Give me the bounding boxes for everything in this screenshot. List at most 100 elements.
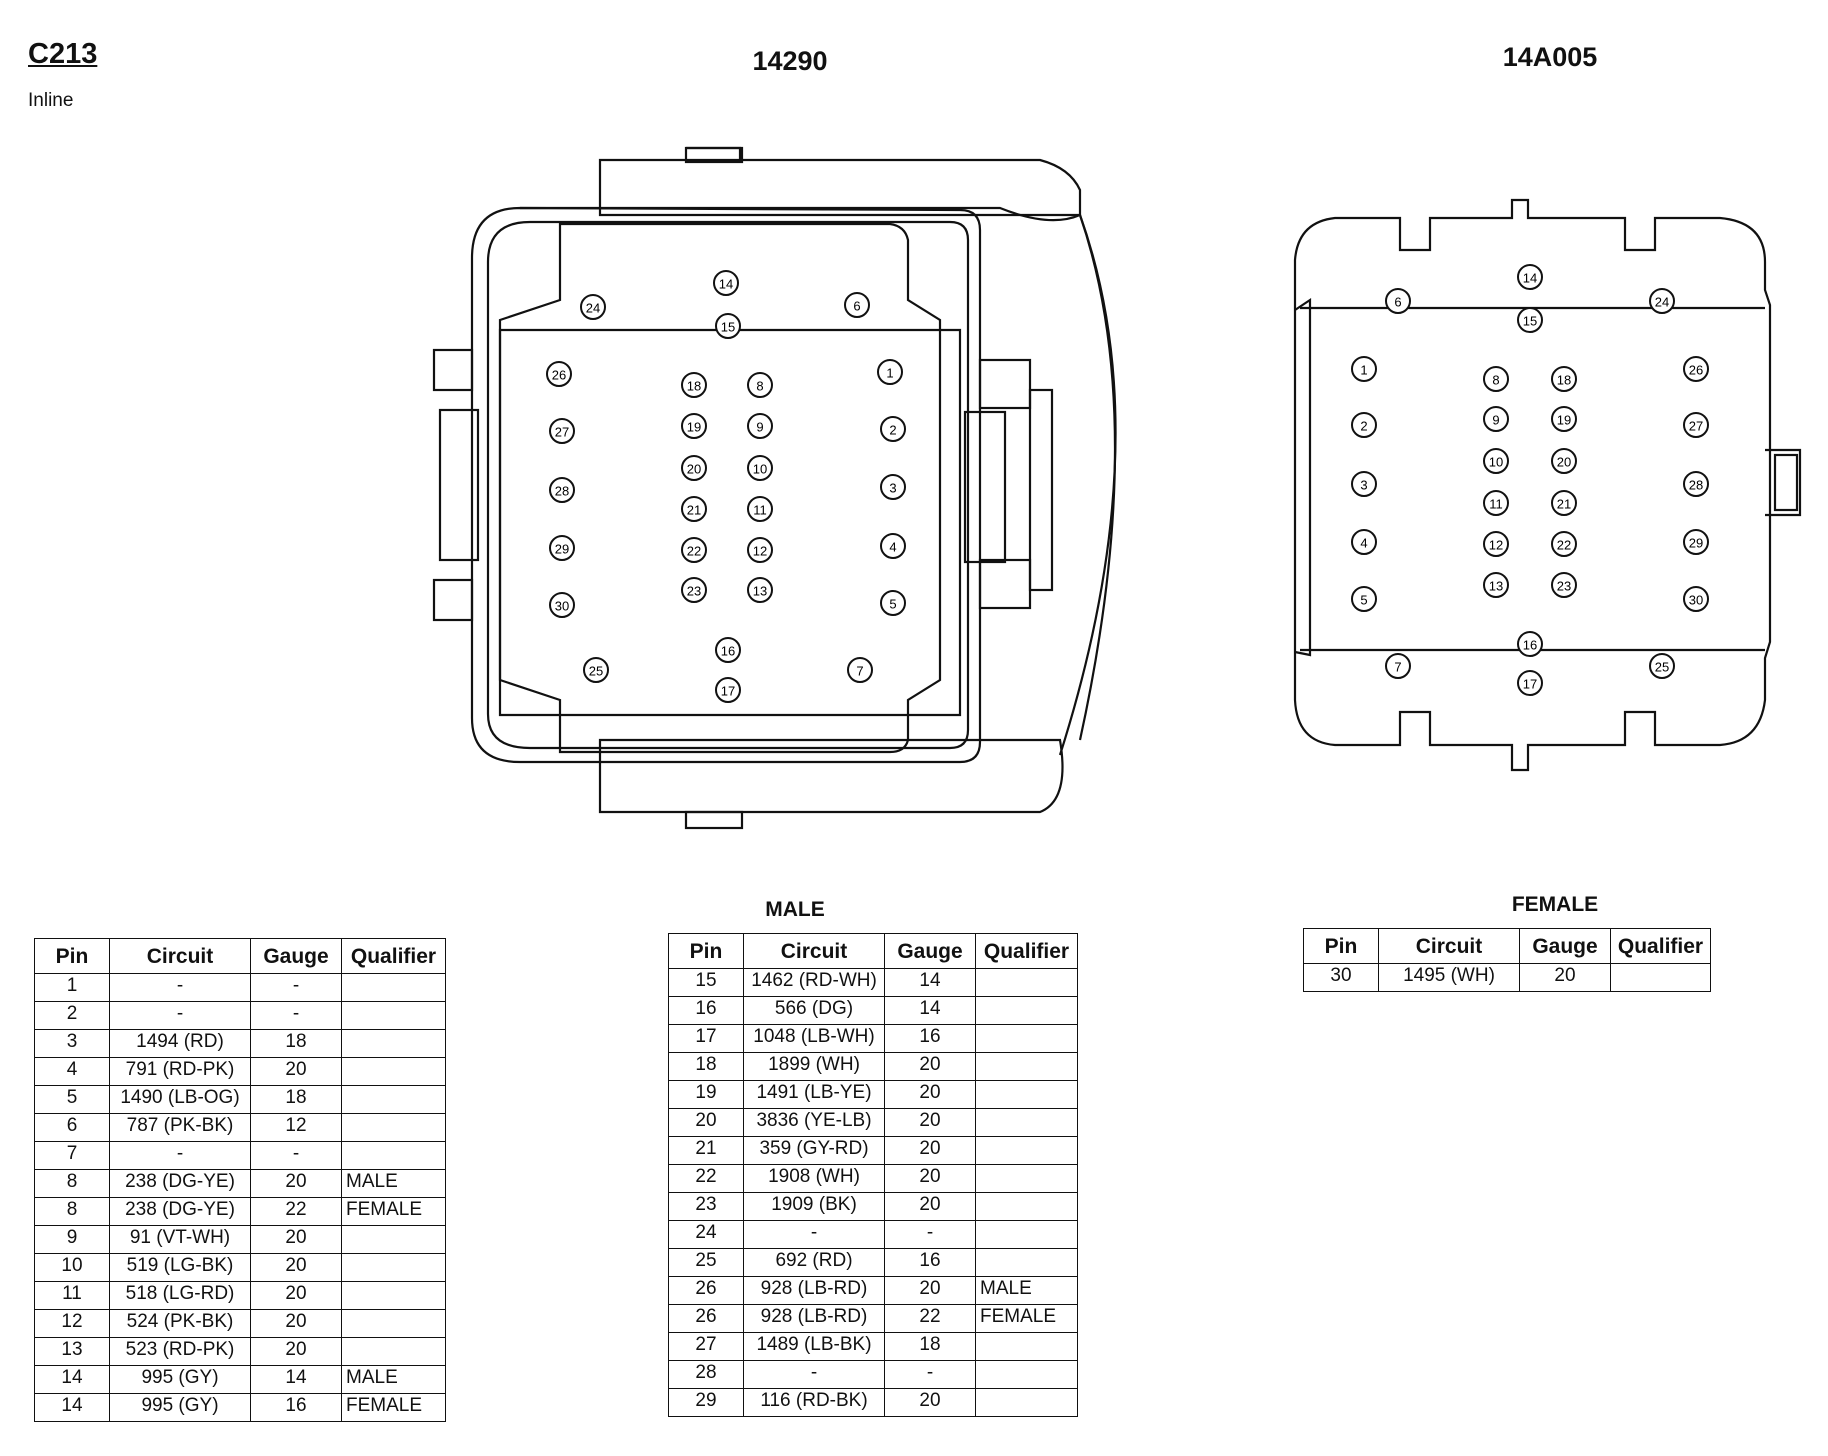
male-pin-label: 26: [552, 368, 566, 383]
female-pin-label: 30: [1689, 593, 1703, 608]
female-pin-circle: [1483, 572, 1509, 598]
female-pin-label: 10: [1489, 455, 1503, 470]
male-pin-circle: [681, 372, 707, 398]
female-pin-1: 1: [1351, 356, 1377, 382]
cell-qualifier: [341, 1309, 446, 1338]
male-pin-circle: [681, 537, 707, 563]
male-pin-label: 25: [589, 664, 603, 679]
male-pin-label: 11: [753, 503, 767, 518]
connector-type: Inline: [28, 90, 74, 111]
male-pin-12: 12: [747, 537, 773, 563]
cell-pin: 23: [668, 1192, 744, 1221]
cell-gauge: 20: [884, 1136, 976, 1165]
female-pin-11: 11: [1483, 490, 1509, 516]
female-pin-label: 12: [1489, 538, 1503, 553]
cell-pin: 2: [34, 1001, 110, 1030]
female-pin-layout: 1234567891011121314151617181920212223242…: [1351, 264, 1709, 696]
female-pin-16: 16: [1517, 631, 1543, 657]
cell-circuit: 1490 (LB-OG): [109, 1085, 251, 1114]
male-pin-7: 7: [847, 657, 873, 683]
female-pin-circle: [1517, 307, 1543, 333]
male-pin-label: 19: [687, 420, 701, 435]
male-pin-label: 8: [756, 379, 763, 394]
female-part-number: 14A005: [1502, 42, 1598, 72]
male-pin-label: 24: [586, 301, 600, 316]
cell-gauge: -: [250, 1001, 342, 1030]
cell-gauge: 20: [884, 1388, 976, 1417]
male-pin-circle: [844, 292, 870, 318]
cell-pin: 6: [34, 1113, 110, 1142]
cell-circuit: 995 (GY): [109, 1365, 251, 1394]
male-pin-label: 15: [721, 320, 735, 335]
female-pin-3: 3: [1351, 471, 1377, 497]
cell-gauge: -: [884, 1220, 976, 1249]
cell-qualifier: [975, 1192, 1078, 1221]
cell-gauge: 14: [884, 968, 976, 997]
female-pin-circle: [1551, 406, 1577, 432]
cell-gauge: 16: [250, 1393, 342, 1422]
male-pin-circle: [880, 533, 906, 559]
female-pin-9: 9: [1483, 406, 1509, 432]
cell-pin: 5: [34, 1085, 110, 1114]
cell-circuit: 518 (LG-RD): [109, 1281, 251, 1310]
male-pin-4: 4: [880, 533, 906, 559]
female-pin-circle: [1351, 412, 1377, 438]
cell-circuit: 238 (DG-YE): [109, 1197, 251, 1226]
male-pin-label: 21: [687, 503, 701, 518]
female-pin-17: 17: [1517, 670, 1543, 696]
male-connector-outline: [432, 146, 1117, 830]
cell-pin: 26: [668, 1276, 744, 1305]
female-pin-circle: [1683, 471, 1709, 497]
male-pin-21: 21: [681, 496, 707, 522]
cell-qualifier: FEMALE: [341, 1197, 446, 1226]
male-pin-22: 22: [681, 537, 707, 563]
male-pin-label: 10: [753, 462, 767, 477]
female-pin-29: 29: [1683, 529, 1709, 555]
male-pin-circle: [715, 637, 741, 663]
male-pin-label: 3: [889, 481, 896, 496]
female-pin-circle: [1551, 572, 1577, 598]
female-pin-21: 21: [1551, 490, 1577, 516]
cell-pin: 9: [34, 1225, 110, 1254]
cell-gauge: 22: [250, 1197, 342, 1226]
cell-qualifier: [341, 1225, 446, 1254]
male-pin-15: 15: [715, 313, 741, 339]
female-pin-circle: [1385, 288, 1411, 314]
male-pin-circle: [580, 294, 606, 320]
male-pin-13: 13: [747, 577, 773, 603]
female-pin-circle: [1683, 356, 1709, 382]
cell-pin: 28: [668, 1360, 744, 1389]
table-row: 2--: [34, 1001, 446, 1030]
male-pin-label: 30: [555, 599, 569, 614]
male-pin-label: 29: [555, 542, 569, 557]
female-pin-circle: [1551, 366, 1577, 392]
female-pin-18: 18: [1551, 366, 1577, 392]
cell-pin: 13: [34, 1337, 110, 1366]
female-pin-label: 13: [1489, 579, 1503, 594]
male-pin-circle: [549, 592, 575, 618]
male-pin-9: 9: [747, 413, 773, 439]
female-pin-2: 2: [1351, 412, 1377, 438]
female-pin-10: 10: [1483, 448, 1509, 474]
female-pin-5: 5: [1351, 586, 1377, 612]
cell-pin: 19: [668, 1080, 744, 1109]
cell-circuit: -: [109, 1001, 251, 1030]
female-pin-circle: [1483, 490, 1509, 516]
cell-qualifier: [341, 1113, 446, 1142]
female-pin-label: 8: [1492, 373, 1499, 388]
cell-pin: 11: [34, 1281, 110, 1310]
cell-pin: 4: [34, 1057, 110, 1086]
male-pin-16: 16: [715, 637, 741, 663]
male-pin-24: 24: [580, 294, 606, 320]
male-pin-circle: [583, 657, 609, 683]
